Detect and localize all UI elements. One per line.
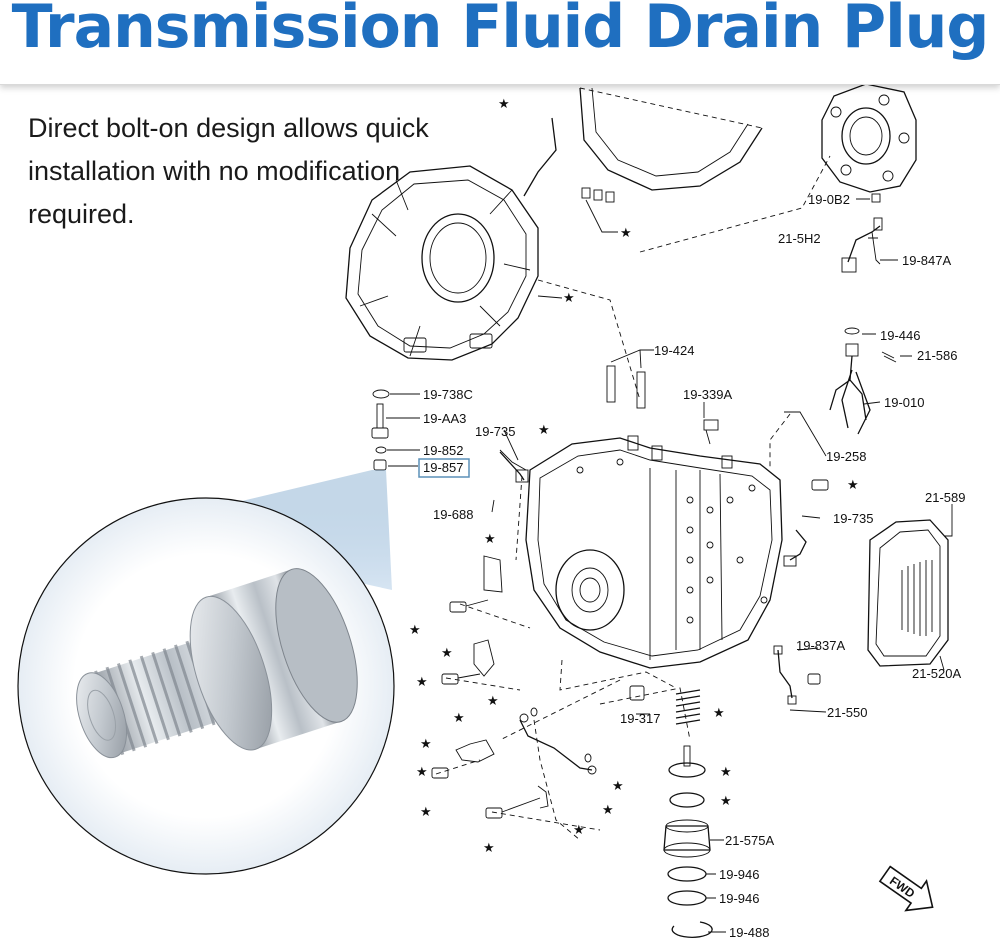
part-label-19-946-a: 19-946	[719, 867, 759, 882]
drain-plug-photo	[76, 568, 358, 759]
part-label-19-735-top: 19-735	[475, 424, 515, 439]
wiring-harness-drawing	[829, 327, 897, 435]
black-star-icon: ★	[420, 804, 432, 819]
black-star-icon: ★	[612, 778, 624, 793]
part-label-19-258: 19-258	[826, 449, 866, 464]
highlight-box-19-857	[418, 458, 470, 478]
black-star-icon: ★	[487, 693, 499, 708]
flexplate-drawing	[821, 83, 917, 203]
header-banner: Transmission Fluid Drain Plug	[0, 0, 1000, 85]
black-star-icon: ★	[720, 793, 732, 808]
fastener-stack-drawing	[371, 389, 420, 471]
guide-pins-drawing	[606, 349, 650, 409]
feature-caption: Direct bolt-on design allows quick insta…	[28, 113, 429, 229]
black-star-icon: ★	[416, 764, 428, 779]
bell-housing-drawing	[345, 165, 563, 361]
page-title: Transmission Fluid Drain Plug	[11, 0, 990, 62]
part-label-19-946-b: 19-946	[719, 891, 759, 906]
converter-cover-drawing	[523, 87, 763, 233]
black-star-icon: ★	[420, 736, 432, 751]
part-label-21-586: 21-586	[917, 348, 957, 363]
leader-lines	[491, 198, 953, 933]
part-labels: 19-0B2 21-5H2 19-847A 19-446 21-586 19-4…	[418, 192, 965, 940]
part-label-19-424: 19-424	[654, 343, 694, 358]
part-label-21-589: 21-589	[925, 490, 965, 505]
part-label-19-837a: 19-837A	[796, 638, 845, 653]
black-star-icon: ★	[620, 225, 632, 240]
sensor-wire-drawing	[773, 645, 821, 705]
black-star-icon: ★	[847, 477, 859, 492]
part-label-21-520a: 21-520A	[912, 666, 961, 681]
alignment-dashes	[435, 155, 831, 841]
lower-bracket-drawing	[431, 555, 645, 819]
black-star-icon: ★	[498, 96, 510, 111]
part-label-19-857: 19-857	[423, 460, 463, 475]
part-label-19-688: 19-688	[433, 507, 473, 522]
part-label-19-0b2: 19-0B2	[808, 192, 850, 207]
black-star-icon: ★	[484, 531, 496, 546]
part-label-19-317: 19-317	[620, 711, 660, 726]
black-star-icon: ★	[409, 622, 421, 637]
black-star-icon: ★	[602, 802, 614, 817]
black-star-icon: ★	[483, 840, 495, 855]
black-star-icon: ★	[713, 705, 725, 720]
temp-sensor-drawing	[499, 451, 829, 567]
part-label-21-550: 21-550	[827, 705, 867, 720]
part-label-21-575a: 21-575A	[725, 833, 774, 848]
black-star-icon: ★	[453, 710, 465, 725]
black-star-icon: ★	[416, 674, 428, 689]
part-label-19-aa3: 19-AA3	[423, 411, 466, 426]
part-label-21-5h2: 21-5H2	[778, 231, 821, 246]
part-label-19-735-right: 19-735	[833, 511, 873, 526]
black-star-icon: ★	[538, 422, 550, 437]
transmission-case-drawing	[499, 419, 783, 669]
part-label-19-852: 19-852	[423, 443, 463, 458]
part-label-19-010: 19-010	[884, 395, 924, 410]
black-star-icon: ★	[720, 764, 732, 779]
part-label-19-847a: 19-847A	[902, 253, 951, 268]
black-star-icon: ★	[563, 290, 575, 305]
black-star-icon: ★	[573, 822, 585, 837]
side-cover-drawing	[867, 519, 949, 667]
part-label-19-738c: 19-738C	[423, 387, 473, 402]
speed-sensor-drawing	[841, 217, 883, 273]
part-label-19-446: 19-446	[880, 328, 920, 343]
part-label-19-339a: 19-339A	[683, 387, 732, 402]
reference-stars: ★ ★ ★ ★ ★ ★ ★ ★ ★ ★ ★ ★ ★ ★ ★ ★ ★ ★ ★ ★ …	[409, 96, 859, 855]
part-label-19-488: 19-488	[729, 925, 769, 940]
black-star-icon: ★	[441, 645, 453, 660]
